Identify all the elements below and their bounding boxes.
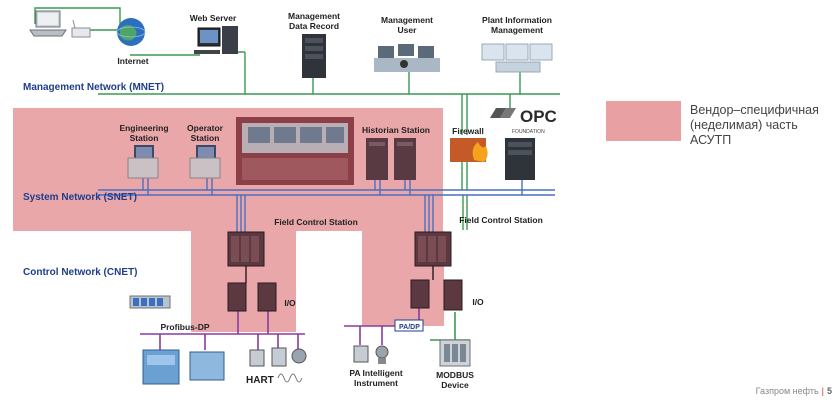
eng-station-label: Engineering Station [119, 123, 169, 143]
operator-station-icon [189, 145, 221, 179]
io-right-label: I/O [472, 297, 484, 307]
svg-text:HART: HART [246, 375, 274, 386]
internet-globe-icon [116, 18, 146, 46]
profibus-device-rack-icon [142, 349, 180, 385]
plant-info-monitors-icon [481, 43, 553, 73]
svg-text:OPC: OPC [520, 107, 557, 126]
mnet-label: Management Network (MNET) [23, 82, 165, 93]
router-icon [71, 19, 91, 38]
legend-text: Вендор–специфичная (неделимая) часть АСУ… [690, 103, 819, 147]
page-number: 5 [826, 386, 832, 396]
svg-text:PA/DP: PA/DP [399, 324, 420, 331]
legend-swatch [606, 101, 681, 141]
firewall-label: Firewall [452, 126, 484, 136]
opc-logo-icon: OPC FOUNDATION [490, 107, 557, 135]
mgmt-data-record-label: Management Data Record [288, 11, 340, 31]
opc-server-icon [505, 138, 535, 180]
web-server-label: Web Server [189, 13, 237, 23]
field-control-station-right-icon [414, 231, 452, 280]
plant-info-label: Plant Information Management [482, 15, 552, 35]
footer-separator: | [821, 386, 824, 396]
engineering-station-icon [127, 145, 159, 179]
io-modules-right-icon [410, 279, 463, 311]
modbus-label: MODBUS Device [436, 370, 474, 390]
snet-label: System Network (SNET) [23, 192, 137, 203]
field-control-station-left-icon [227, 231, 265, 283]
fcs-right-label: Field Control Station [459, 215, 543, 225]
management-user-workstations-icon [374, 44, 440, 72]
snet-bus [98, 178, 555, 232]
io-left-label: I/O [284, 298, 296, 308]
hart-logo-icon: HART [246, 373, 303, 386]
pa-dp-coupler-icon: PA/DP [394, 319, 424, 332]
slide-footer: Газпром нефть|5 [756, 386, 832, 396]
svg-text:FOUNDATION: FOUNDATION [512, 129, 545, 135]
historian-label: Historian Station [361, 125, 430, 135]
hart-transmitters-icon [249, 347, 307, 367]
cnet-label: Control Network (CNET) [23, 267, 138, 278]
remote-io-icon [129, 295, 171, 309]
io-modules-left-icon [227, 282, 277, 312]
pa-instrument-label: PA Intelligent Instrument [349, 368, 403, 388]
profibus-label: Profibus-DP [160, 322, 210, 332]
historian-station-icon [366, 138, 416, 180]
modbus-device-icon [439, 339, 471, 367]
firewall-icon [450, 138, 488, 162]
profibus-device-module-icon [189, 351, 225, 381]
op-station-label: Operator Station [187, 123, 223, 143]
data-record-server-icon [302, 34, 326, 78]
cnet-bus [140, 308, 420, 350]
laptop-icon [29, 10, 67, 37]
footer-brand: Газпром нефть [755, 386, 819, 396]
pa-instruments-icon [353, 345, 389, 364]
mgmt-user-label: Management User [381, 15, 433, 35]
control-room-panel-icon [236, 117, 354, 185]
web-server-icon [194, 26, 238, 54]
internet-label: Internet [117, 56, 149, 66]
fcs-left-label: Field Control Station [274, 217, 358, 227]
